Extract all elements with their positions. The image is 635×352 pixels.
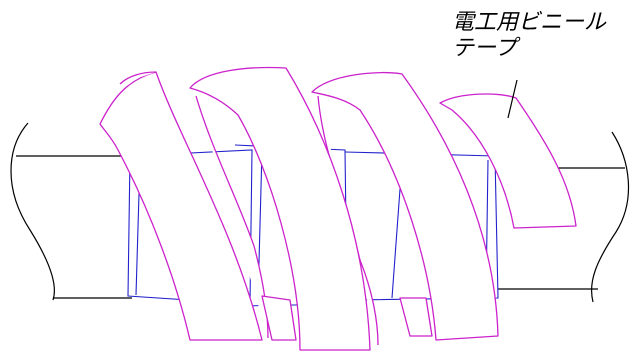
- tape-lower-segment: [261, 295, 297, 341]
- tape-wrap-1-top-edge: [119, 71, 157, 85]
- tape-label-line-1: 電工用ビニール: [452, 10, 607, 35]
- tape-wrap-2: [189, 66, 371, 351]
- left-cable-cut-edge: [10, 122, 56, 301]
- left-cable: [10, 122, 132, 301]
- label-leader-line: [507, 79, 518, 119]
- vinyl-tape: [99, 66, 577, 351]
- tape-wrap-3: [311, 71, 499, 341]
- tape-label-line-2: テープ: [452, 36, 517, 61]
- tape-lower-segment: [399, 297, 433, 337]
- tape-label: 電工用ビニール テープ: [452, 10, 606, 62]
- right-cable-cut-edge: [590, 131, 630, 303]
- tape-wrap-4: [439, 93, 577, 229]
